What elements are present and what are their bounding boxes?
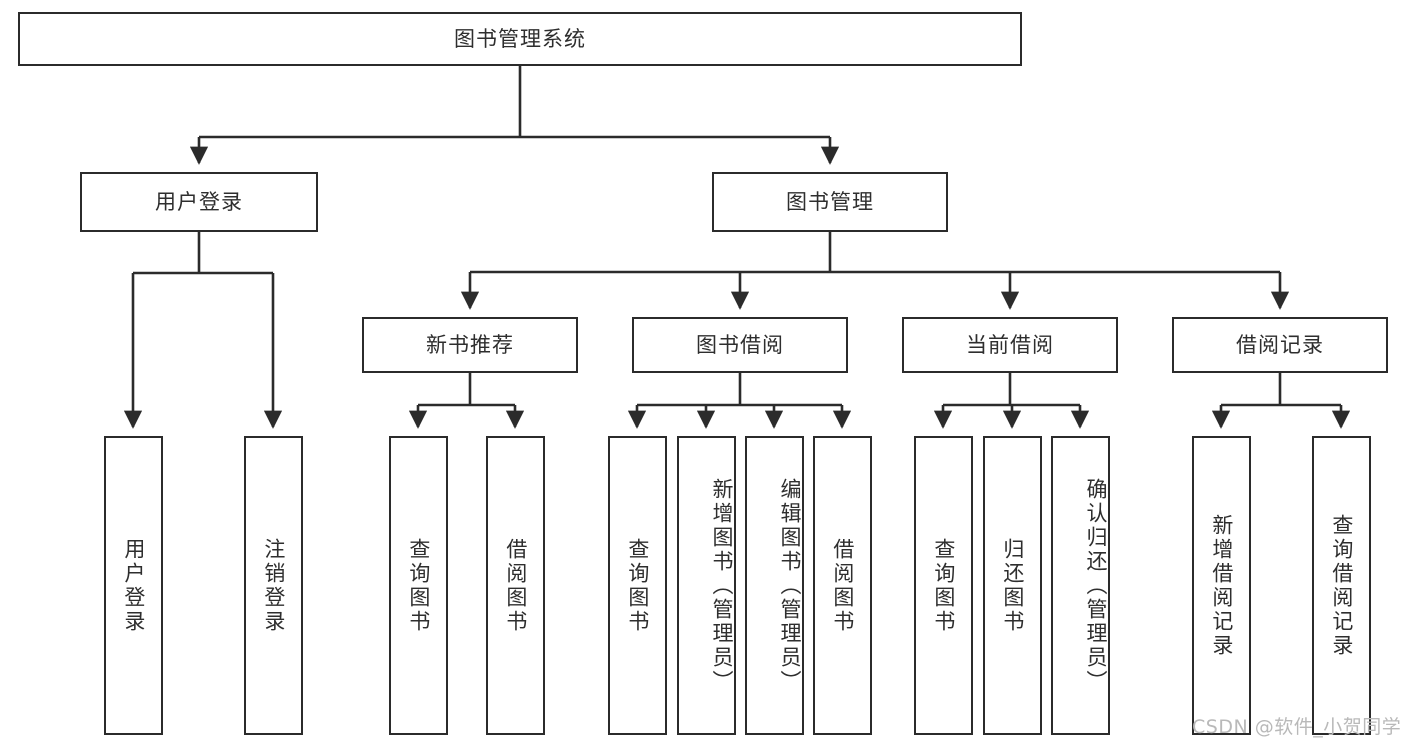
leaf-user-login-label: 用户登录 <box>121 537 146 634</box>
leaf-query-book-current-label: 查询图书 <box>931 537 956 634</box>
leaf-confirm-return-admin[interactable]: 确认归还（管理员） <box>1051 436 1110 735</box>
leaf-add-borrow-record-label: 新增借阅记录 <box>1209 513 1234 658</box>
leaf-query-borrow-record-label: 查询借阅记录 <box>1329 513 1354 658</box>
leaf-borrow-book-recommend[interactable]: 借阅图书 <box>486 436 545 735</box>
node-user-login-label: 用户登录 <box>155 189 243 214</box>
leaf-confirm-return-admin-label: 确认归还（管理员） <box>1084 477 1108 694</box>
leaf-return-book-label: 归还图书 <box>1000 537 1025 634</box>
node-book-borrow[interactable]: 图书借阅 <box>632 317 848 373</box>
csdn-watermark: CSDN @软件_小贺同学 <box>1192 716 1402 738</box>
node-new-book-recommend-label: 新书推荐 <box>426 332 514 357</box>
leaf-edit-book-admin-label: 编辑图书（管理员） <box>778 477 802 694</box>
leaf-logout[interactable]: 注销登录 <box>244 436 303 735</box>
node-book-manage-label: 图书管理 <box>786 189 874 214</box>
leaf-query-book-recommend[interactable]: 查询图书 <box>389 436 448 735</box>
leaf-query-book-borrow-label: 查询图书 <box>625 537 650 634</box>
node-borrow-record-label: 借阅记录 <box>1236 332 1324 357</box>
leaf-return-book[interactable]: 归还图书 <box>983 436 1042 735</box>
leaf-query-book-current[interactable]: 查询图书 <box>914 436 973 735</box>
node-root-label: 图书管理系统 <box>454 26 586 51</box>
leaf-borrow-book-label: 借阅图书 <box>830 537 855 634</box>
leaf-query-book-borrow[interactable]: 查询图书 <box>608 436 667 735</box>
leaf-borrow-book[interactable]: 借阅图书 <box>813 436 872 735</box>
leaf-logout-label: 注销登录 <box>261 537 286 634</box>
node-user-login[interactable]: 用户登录 <box>80 172 318 232</box>
leaf-user-login[interactable]: 用户登录 <box>104 436 163 735</box>
node-book-manage[interactable]: 图书管理 <box>712 172 948 232</box>
leaf-borrow-book-recommend-label: 借阅图书 <box>503 537 528 634</box>
leaf-query-borrow-record[interactable]: 查询借阅记录 <box>1312 436 1371 735</box>
leaf-query-book-recommend-label: 查询图书 <box>406 537 431 634</box>
node-current-borrow-label: 当前借阅 <box>966 332 1054 357</box>
leaf-edit-book-admin[interactable]: 编辑图书（管理员） <box>745 436 804 735</box>
node-book-borrow-label: 图书借阅 <box>696 332 784 357</box>
leaf-add-book-admin-label: 新增图书（管理员） <box>710 477 734 694</box>
node-new-book-recommend[interactable]: 新书推荐 <box>362 317 578 373</box>
node-current-borrow[interactable]: 当前借阅 <box>902 317 1118 373</box>
leaf-add-book-admin[interactable]: 新增图书（管理员） <box>677 436 736 735</box>
node-root[interactable]: 图书管理系统 <box>18 12 1022 66</box>
node-borrow-record[interactable]: 借阅记录 <box>1172 317 1388 373</box>
leaf-add-borrow-record[interactable]: 新增借阅记录 <box>1192 436 1251 735</box>
